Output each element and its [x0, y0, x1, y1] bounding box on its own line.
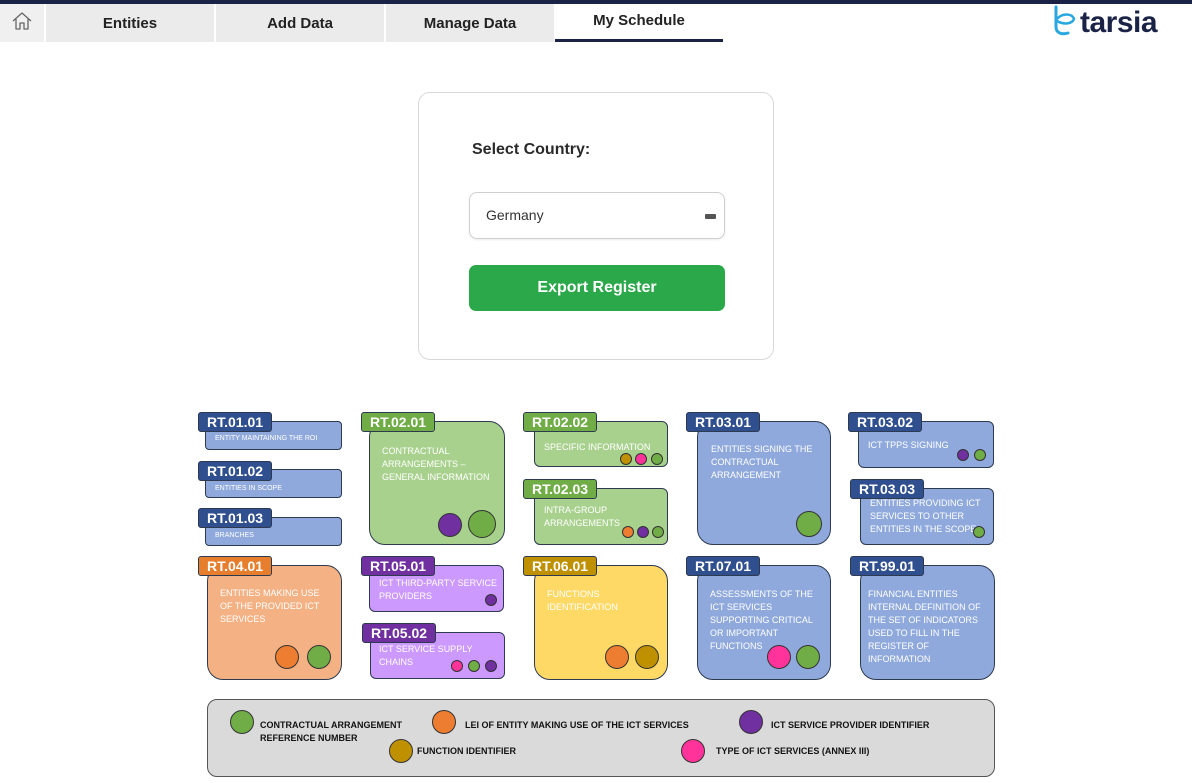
- identifier-dot: [796, 645, 820, 669]
- identifier-dot: [635, 645, 659, 669]
- template-code-tag: RT.01.03: [198, 508, 273, 528]
- template-code-tag: RT.06.01: [523, 556, 598, 576]
- dropdown-icon: [705, 214, 716, 219]
- identifier-dot: [637, 526, 649, 538]
- template-description: ENTITIES IN SCOPE: [215, 485, 282, 492]
- identifier-dot: [620, 453, 632, 465]
- legend-label: LEI OF ENTITY MAKING USE OF THE ICT SERV…: [465, 720, 689, 730]
- logo-text: tarsia: [1080, 6, 1158, 39]
- legend: CONTRACTUAL ARRANGEMENT REFERENCE NUMBER…: [207, 699, 995, 777]
- template-code-tag: RT.02.03: [523, 479, 598, 499]
- template-box: [205, 517, 342, 546]
- template-description: ENTITIES MAKING USE OF THE PROVIDED ICT …: [220, 588, 320, 624]
- legend-dot-gold: [389, 739, 413, 763]
- country-select-value: Germany: [486, 207, 544, 223]
- tab-my-schedule[interactable]: My Schedule: [555, 4, 723, 42]
- identifier-dot: [622, 526, 634, 538]
- template-box: [860, 565, 995, 680]
- tab-add-data[interactable]: Add Data: [216, 4, 384, 42]
- template-code-tag: RT.02.01: [361, 412, 436, 432]
- home-button[interactable]: [0, 4, 44, 42]
- identifier-dot: [485, 594, 497, 606]
- legend-label: TYPE OF ICT SERVICES (ANNEX III): [716, 746, 870, 756]
- template-code-tag: RT.03.02: [848, 412, 923, 432]
- legend-label: FUNCTION IDENTIFIER: [417, 746, 516, 756]
- identifier-dot: [652, 526, 664, 538]
- identifier-dot: [485, 660, 497, 672]
- identifier-dot: [468, 510, 496, 538]
- template-code-tag: RT.05.02: [362, 623, 437, 643]
- template-description: ICT TPPs SIGNING: [868, 440, 949, 450]
- top-nav: Entities Add Data Manage Data My Schedul…: [0, 4, 1192, 42]
- export-card: Select Country: Germany Export Register: [418, 92, 774, 360]
- template-description: ICT THIRD-PARTY SERVICE PROVIDERS: [379, 578, 498, 601]
- template-code-tag: RT.07.01: [686, 556, 761, 576]
- template-description: ENTITIES SIGNING THE CONTRACTUAL ARRANGE…: [711, 444, 813, 480]
- export-register-button[interactable]: Export Register: [469, 265, 725, 311]
- identifier-dot: [651, 453, 663, 465]
- identifier-dot: [767, 645, 791, 669]
- country-select[interactable]: Germany: [469, 192, 725, 239]
- tab-manage-data[interactable]: Manage Data: [386, 4, 554, 42]
- template-description: BRANCHES: [215, 532, 254, 539]
- template-description: ENTITY MAINTAINING THE ROI: [215, 435, 318, 442]
- identifier-dot: [957, 449, 969, 461]
- tarsia-logo-icon: [1052, 5, 1078, 42]
- template-code-tag: RT.01.02: [198, 461, 273, 481]
- template-code-tag: RT.99.01: [850, 556, 925, 576]
- tarsia-logo: tarsia: [1052, 5, 1158, 42]
- identifier-dot: [974, 449, 986, 461]
- template-code-tag: RT.01.01: [198, 412, 273, 432]
- legend-label: ICT SERVICE PROVIDER IDENTIFIER: [771, 720, 930, 730]
- country-label: Select Country:: [472, 141, 591, 158]
- tab-entities[interactable]: Entities: [46, 4, 214, 42]
- template-description: SPECIFIC INFORMATION: [544, 442, 651, 452]
- template-box: [697, 565, 831, 680]
- template-code-tag: RT.03.03: [850, 479, 925, 499]
- template-description: INTRA-GROUP ARRANGEMENTS: [544, 505, 621, 528]
- template-code-tag: RT.02.02: [523, 412, 598, 432]
- legend-dot-pink: [681, 739, 705, 763]
- legend-dot-purple: [739, 710, 763, 734]
- identifier-dot: [635, 453, 647, 465]
- top-accent-bar: [0, 0, 1192, 4]
- identifier-dot: [451, 660, 463, 672]
- template-description: ICT SERVICE SUPPLY CHAINS: [379, 644, 473, 667]
- template-description: ENTITIES PROVIDING ICT SERVICES TO OTHER…: [870, 498, 981, 534]
- template-description: ASSESSMENTS OF THE ICT SERVICES SUPPORTI…: [710, 589, 813, 651]
- home-icon: [11, 10, 33, 37]
- template-description: FINANCIAL ENTITIES INTERNAL DEFINITION O…: [868, 589, 981, 664]
- legend-dot-orange: [432, 710, 456, 734]
- identifier-dot: [973, 526, 985, 538]
- identifier-dot: [468, 660, 480, 672]
- template-code-tag: RT.03.01: [686, 412, 761, 432]
- identifier-dot: [438, 513, 462, 537]
- legend-label: CONTRACTUAL ARRANGEMENT REFERENCE NUMBER: [260, 720, 402, 743]
- template-code-tag: RT.05.01: [361, 556, 436, 576]
- identifier-dot: [275, 645, 299, 669]
- template-description: FUNCTIONS IDENTIFICATION: [547, 589, 618, 612]
- identifier-dot: [605, 645, 629, 669]
- template-code-tag: RT.04.01: [198, 556, 273, 576]
- legend-dot-green: [230, 710, 254, 734]
- identifier-dot: [796, 511, 822, 537]
- template-description: CONTRACTUAL ARRANGEMENTS – GENERAL INFOR…: [382, 446, 490, 482]
- identifier-dot: [307, 645, 331, 669]
